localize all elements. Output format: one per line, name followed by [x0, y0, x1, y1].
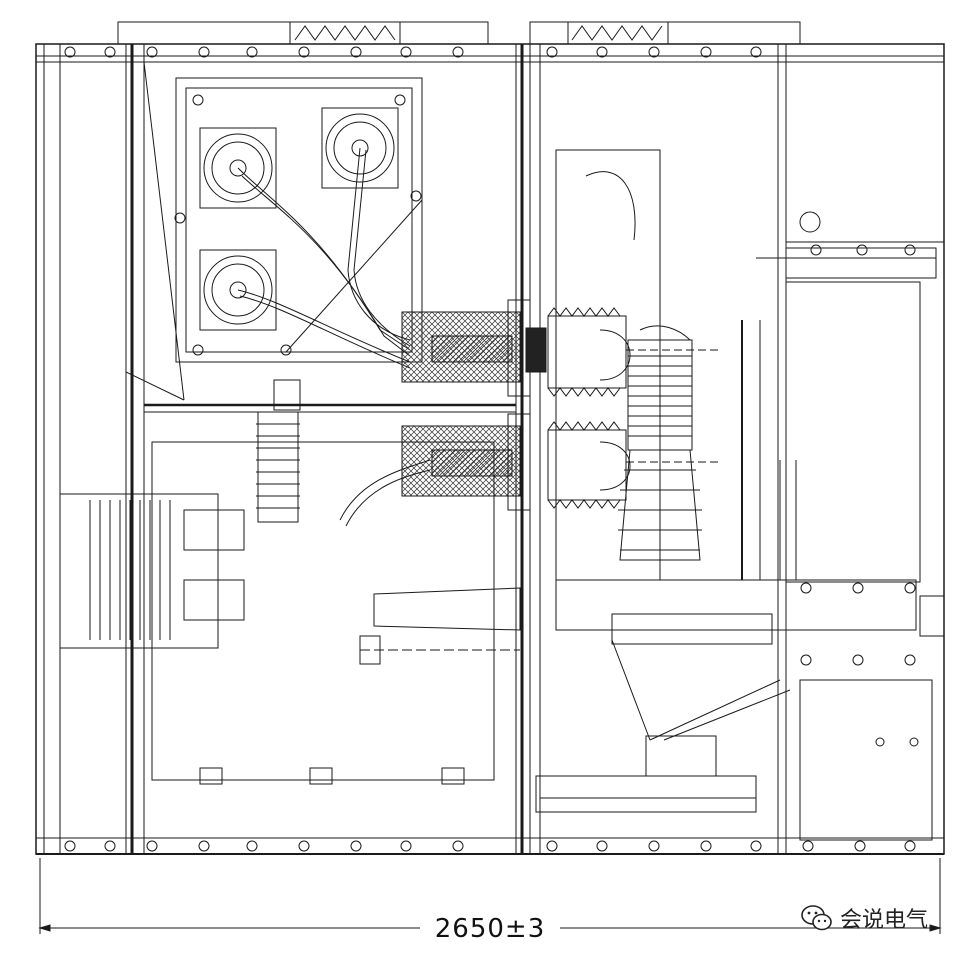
roof-vent-left	[117, 21, 489, 45]
lower-contact-bushing	[401, 413, 720, 511]
busbar-conductors	[237, 147, 411, 369]
dimension-line	[38, 858, 942, 934]
bolt-heads	[64, 46, 919, 852]
watermark: 会说电气	[800, 900, 928, 936]
support-insulator	[256, 379, 301, 523]
busbar-bushing-1	[199, 127, 277, 209]
roof-vent-right	[529, 21, 801, 45]
low-voltage-compartment	[785, 55, 945, 841]
busbar-bushing-3	[199, 249, 277, 331]
interlock-rod	[741, 257, 936, 580]
cable-compartment	[151, 441, 521, 785]
watermark-text: 会说电气	[840, 908, 929, 933]
left-partition-wall	[125, 43, 145, 855]
wechat-icon	[801, 905, 832, 931]
current-transformer	[59, 493, 245, 649]
busbar-compartment	[125, 61, 516, 413]
upper-contact-bushing	[401, 299, 720, 397]
busbar-bushing-2	[321, 107, 399, 189]
breaker-truck	[535, 149, 917, 813]
overall-width-dimension: 2650±3	[420, 912, 560, 946]
right-compartment	[777, 43, 945, 855]
